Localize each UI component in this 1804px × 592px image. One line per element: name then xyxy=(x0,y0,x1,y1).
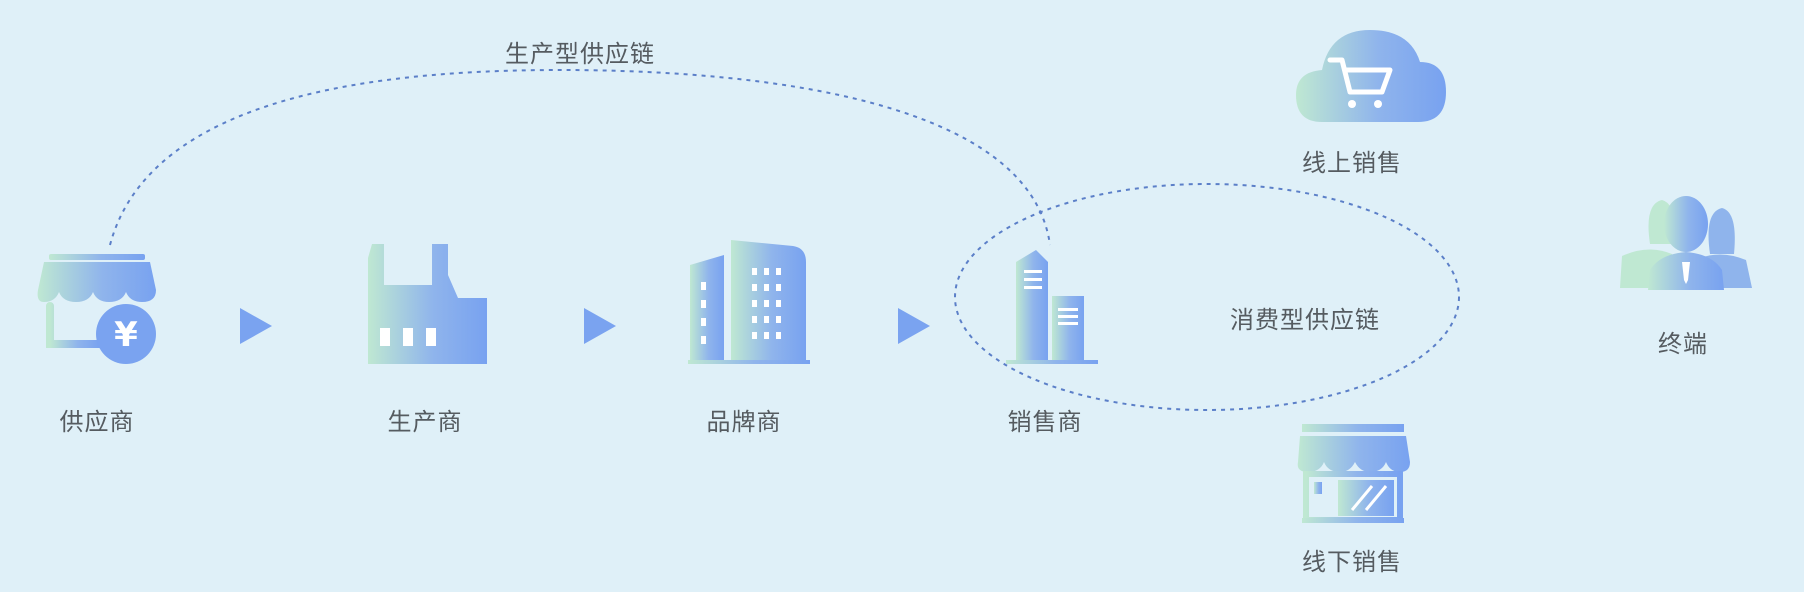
manufacturer-label: 生产商 xyxy=(387,408,463,436)
factory-icon xyxy=(368,244,487,364)
flow-arrow-3 xyxy=(898,308,930,344)
consumption-chain-ellipse xyxy=(954,183,1460,411)
flow-arrow-2 xyxy=(584,308,616,344)
tower-building-icon xyxy=(1006,250,1098,364)
storefront-icon xyxy=(1297,424,1410,523)
retailer-label: 销售商 xyxy=(1007,408,1083,436)
consumption-chain-label: 消费型供应链 xyxy=(1230,306,1380,334)
user-group-icon xyxy=(1620,196,1752,290)
terminal-label: 终端 xyxy=(1658,330,1708,358)
brand-label: 品牌商 xyxy=(706,408,782,436)
online-sales-label: 线上销售 xyxy=(1302,149,1402,177)
supplier-label: 供应商 xyxy=(59,408,135,436)
production-chain-label: 生产型供应链 xyxy=(505,40,655,68)
flow-arrow-1 xyxy=(240,308,272,344)
cloud-cart-icon xyxy=(1296,30,1446,122)
svg-text:¥: ¥ xyxy=(114,315,138,355)
store-yen-icon: ¥ xyxy=(37,254,156,364)
offline-sales-label: 线下销售 xyxy=(1302,548,1402,576)
office-building-icon xyxy=(688,240,810,364)
production-chain-arc xyxy=(109,68,1051,246)
